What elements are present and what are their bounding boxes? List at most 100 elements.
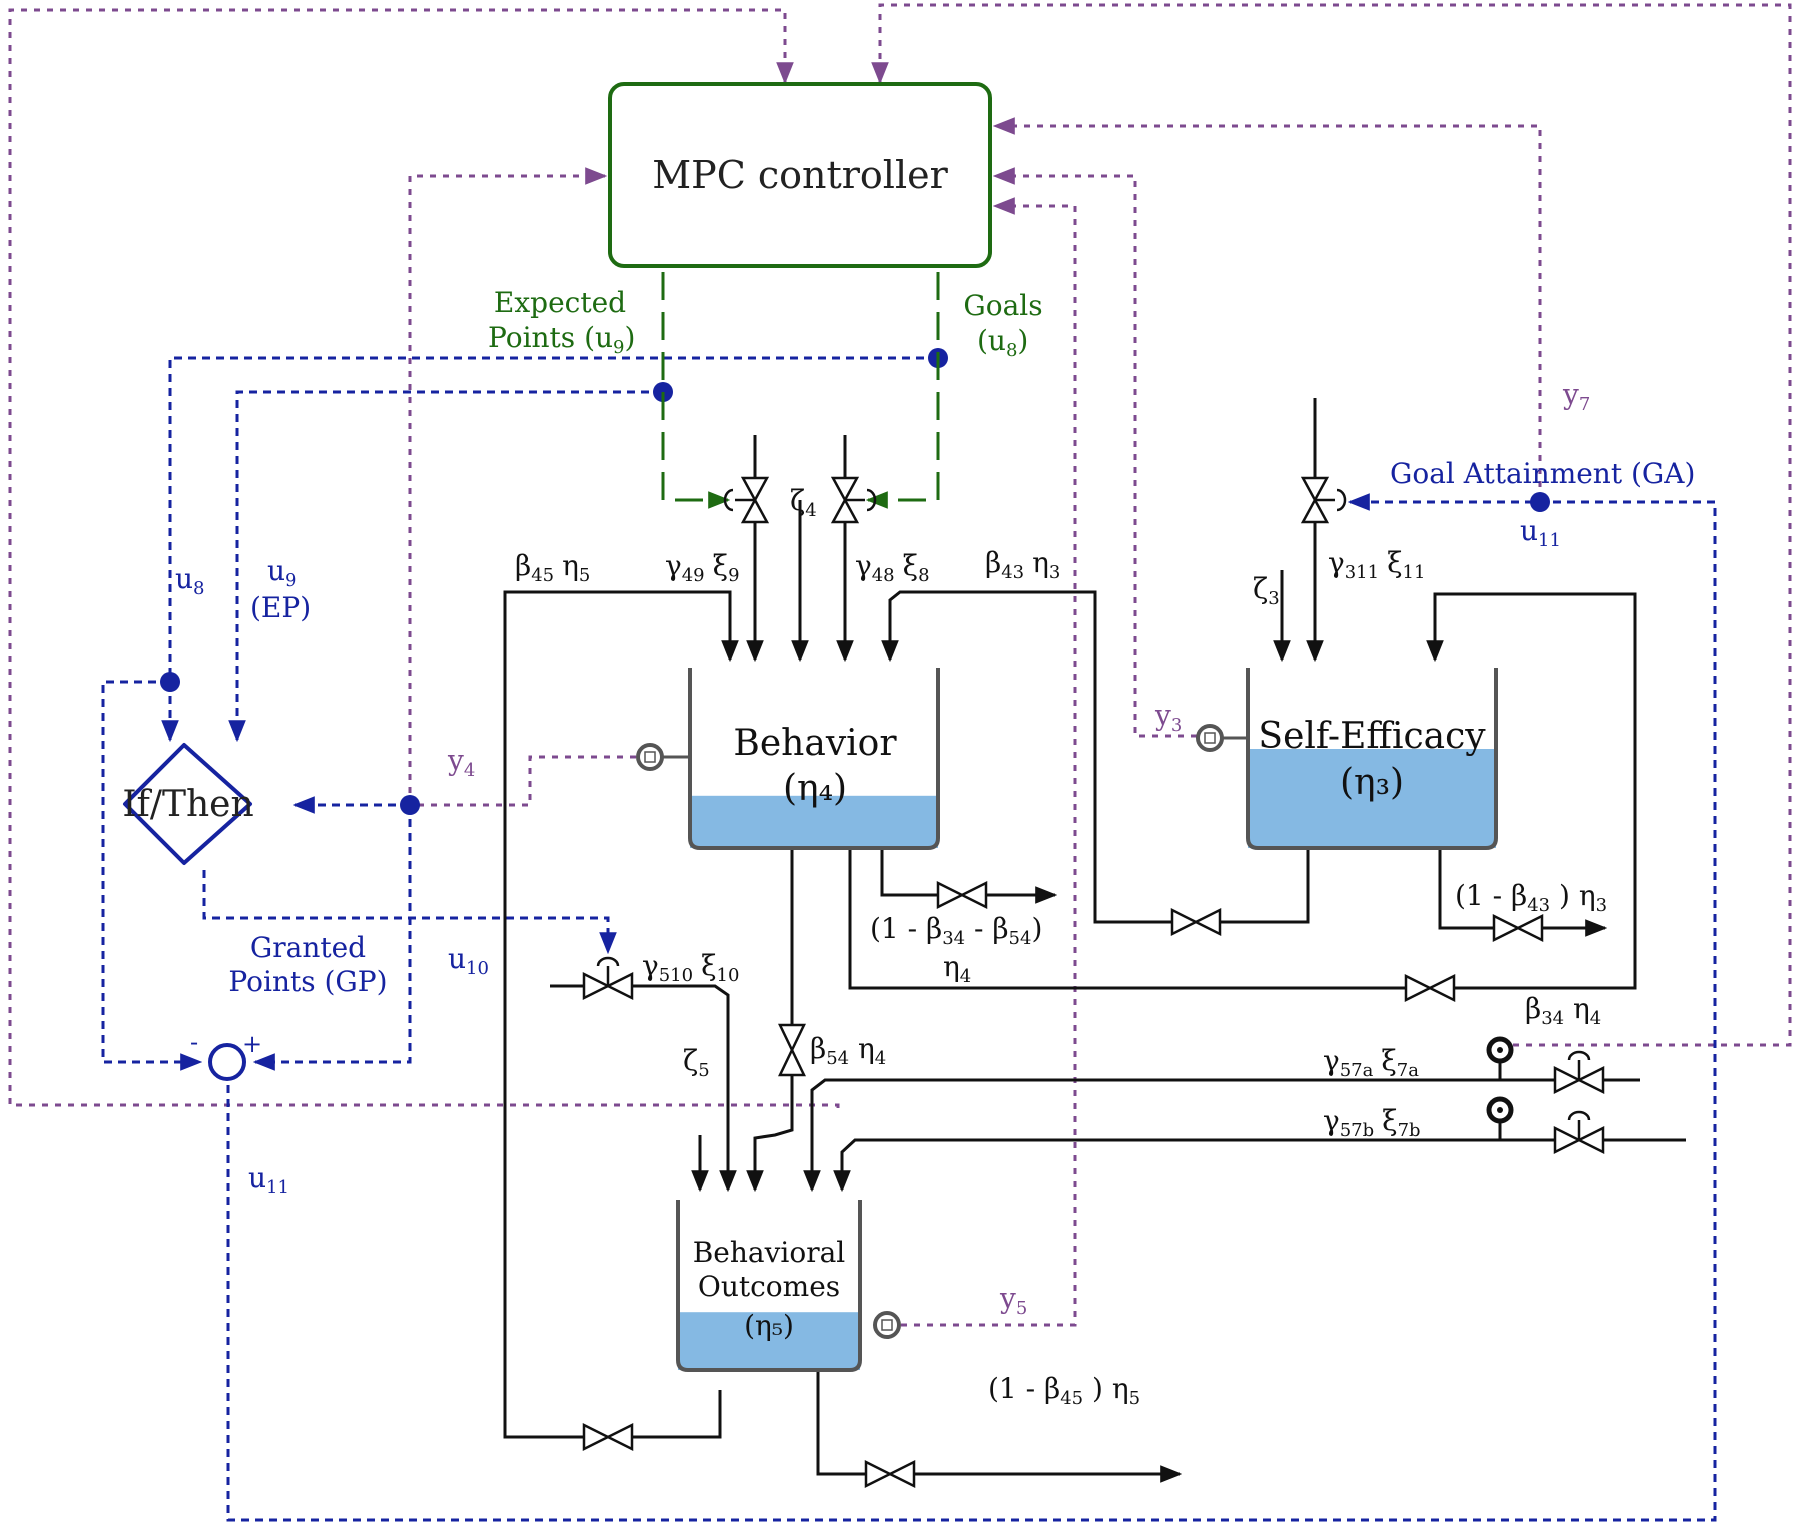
u9-line: [228, 390, 663, 743]
valve-xi7b[interactable]: [1553, 1110, 1605, 1155]
decision-lines: [101, 356, 1717, 1522]
tank-outcomes-name-1: Behavioral: [693, 1236, 846, 1269]
tank-self-efficacy: Self-Efficacy (η₃): [1196, 668, 1498, 850]
label-y5: y5: [999, 1282, 1027, 1319]
pipe-beta34: [848, 592, 1637, 990]
label-u9: u9: [267, 554, 297, 591]
sensor-xi7b-icon: [1486, 1096, 1514, 1124]
mpc-controller[interactable]: MPC controller: [608, 82, 992, 268]
label-ga: Goal Attainment (GA): [1390, 457, 1695, 490]
valve-xi9[interactable]: [723, 476, 770, 524]
label-y3: y3: [1154, 699, 1182, 736]
label-u8: u8: [175, 562, 205, 599]
summing-junction: [208, 1043, 246, 1081]
sensor-y4-icon: [636, 743, 690, 771]
mpc-controller-label: MPC controller: [652, 153, 948, 197]
valve-behavior-out[interactable]: [936, 880, 988, 910]
mpc-controller-box[interactable]: [608, 82, 992, 268]
junction-dot-ga: [1530, 492, 1550, 512]
label-granted-2: Points (GP): [228, 965, 387, 998]
valve-self-efficacy-out[interactable]: [1492, 913, 1544, 943]
u8-to-sum: [101, 680, 203, 1071]
label-goals-2: (u8): [977, 324, 1028, 361]
label-y4: y4: [447, 744, 475, 781]
pipe-beta43: [881, 590, 1310, 924]
tank-outcomes-water: [678, 1312, 860, 1370]
label-goals-1: Goals: [963, 289, 1042, 322]
label-u11-right: u11: [1520, 514, 1561, 551]
pipe-beta45: [503, 590, 739, 1439]
junction-dot-u8-left: [160, 672, 180, 692]
feedback-y3: [992, 167, 1210, 738]
valve-beta43[interactable]: [1170, 907, 1222, 937]
labels: Expected Points (u9) Goals (u8) u8 u9 (E…: [175, 286, 1695, 1409]
label-u10: u10: [448, 942, 489, 979]
decision-dots: [160, 348, 1550, 815]
goals-line: [865, 272, 940, 509]
tank-behavior-water: [690, 795, 938, 848]
tank-outcomes: Behavioral Outcomes (η₅): [676, 1200, 901, 1372]
valve-xi8[interactable]: [830, 476, 877, 524]
valve-outcomes-out[interactable]: [864, 1459, 916, 1489]
label-behavior-outflow-eta: η4: [943, 950, 971, 987]
label-ep: (EP): [250, 591, 311, 624]
valve-xi10[interactable]: [582, 956, 634, 1001]
tank-self-efficacy-name: Self-Efficacy: [1258, 716, 1486, 757]
tank-behavior-var: (η₄): [783, 768, 847, 809]
feedback-y7-outer: [871, 3, 1792, 1047]
valve-xi11[interactable]: [1300, 476, 1347, 524]
pipe-beta54: [746, 848, 794, 1193]
label-self-efficacy-outflow: (1 - β43 ) η3: [1455, 879, 1607, 916]
label-granted-1: Granted: [250, 931, 366, 964]
sensor-y5-icon: [873, 1311, 901, 1339]
if-then-decision[interactable]: If/Then: [122, 743, 254, 865]
u8-line: [161, 356, 938, 743]
controller-lines: [661, 272, 940, 509]
valve-beta34[interactable]: [1404, 973, 1456, 1003]
tank-outcomes-name-2: Outcomes: [698, 1270, 840, 1303]
pipe-outcomes-out: [816, 1370, 1183, 1483]
tank-behavior-wall: [688, 668, 940, 850]
label-beta34-eta4: β34 η4: [1525, 992, 1601, 1029]
pipe-behavior-out: [880, 848, 1058, 904]
tank-behavior-name: Behavior: [733, 723, 897, 764]
granted-points-line: [202, 870, 617, 955]
pipe-self-efficacy-out: [1438, 848, 1608, 937]
label-zeta5: ζ5: [683, 1044, 710, 1081]
tank-self-efficacy-water: [1248, 749, 1496, 848]
label-u11-left: u11: [248, 1161, 289, 1198]
feedback-y5: [888, 197, 1077, 1327]
valve-beta45[interactable]: [582, 1422, 634, 1452]
if-then-diamond[interactable]: [123, 743, 252, 865]
feedback-lines: [8, 3, 1792, 1327]
label-behavior-outflow: (1 - β34 - β54): [870, 912, 1042, 949]
valve-beta54[interactable]: [778, 1023, 806, 1077]
valves: [582, 476, 1605, 1489]
pipe-xi7b: [833, 1138, 1686, 1193]
label-expected-2: Points (u9): [488, 321, 635, 358]
label-y7: y7: [1562, 378, 1590, 415]
if-then-label: If/Then: [122, 784, 253, 825]
label-minus: -: [190, 1028, 198, 1056]
feedback-y7: [992, 117, 1542, 500]
tank-outcomes-wall: [676, 1200, 862, 1372]
label-zeta4: ζ4: [790, 484, 817, 521]
tank-behavior: Behavior (η₄): [636, 668, 940, 850]
tank-outcomes-var: (η₅): [744, 1309, 794, 1342]
y4-to-sum: [252, 805, 412, 1071]
label-outcomes-outflow: (1 - β45 ) η5: [988, 1372, 1140, 1409]
u11-line: [226, 493, 1717, 1522]
feedback-y5-outer: [8, 8, 840, 1108]
sensor-xi7a-icon: [1486, 1036, 1514, 1064]
tank-self-efficacy-wall: [1246, 668, 1498, 850]
valve-xi7a[interactable]: [1553, 1050, 1605, 1095]
pipe-xi7a: [803, 1078, 1640, 1193]
tank-self-efficacy-var: (η₃): [1340, 762, 1404, 803]
